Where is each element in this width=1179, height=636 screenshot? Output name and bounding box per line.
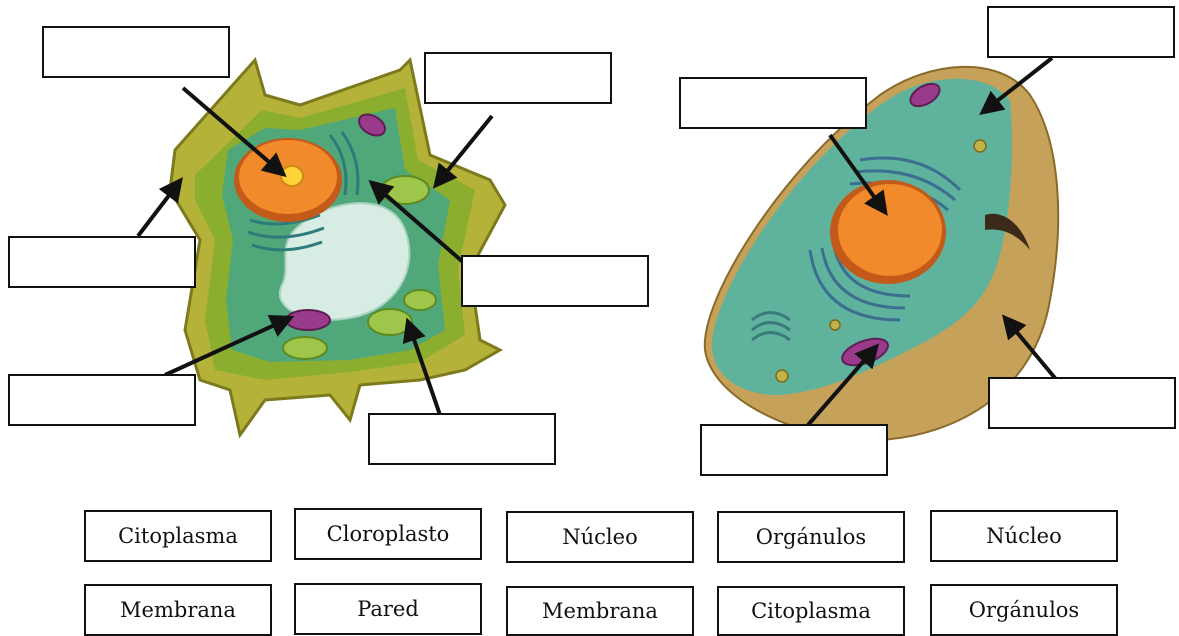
plant-label-blank-wall[interactable]	[8, 236, 196, 288]
word-membrana[interactable]: Membrana	[84, 584, 272, 636]
plant-nucleus	[234, 138, 342, 222]
word-organulos[interactable]: Orgánulos	[717, 511, 905, 563]
word-citoplasma-2[interactable]: Citoplasma	[717, 586, 905, 636]
plant-label-blank-nucleus[interactable]	[42, 26, 230, 78]
word-nucleo[interactable]: Núcleo	[506, 511, 694, 563]
plant-label-blank-membrane[interactable]	[424, 52, 612, 104]
animal-nucleus	[830, 180, 946, 284]
word-citoplasma[interactable]: Citoplasma	[84, 510, 272, 562]
word-organulos-2[interactable]: Orgánulos	[930, 584, 1118, 636]
word-pared[interactable]: Pared	[294, 583, 482, 635]
plant-label-blank-chloroplast[interactable]	[368, 413, 556, 465]
animal-label-blank-organelle-top[interactable]	[987, 6, 1175, 58]
animal-label-blank-membrane[interactable]	[988, 377, 1176, 429]
animal-label-blank-nucleus[interactable]	[679, 77, 867, 129]
plant-label-blank-cytoplasm[interactable]	[461, 255, 649, 307]
word-membrana-2[interactable]: Membrana	[506, 586, 694, 636]
word-nucleo-2[interactable]: Núcleo	[930, 510, 1118, 562]
word-cloroplasto[interactable]: Cloroplasto	[294, 508, 482, 560]
animal-label-blank-cytoplasm[interactable]	[700, 424, 888, 476]
plant-label-blank-organelle[interactable]	[8, 374, 196, 426]
